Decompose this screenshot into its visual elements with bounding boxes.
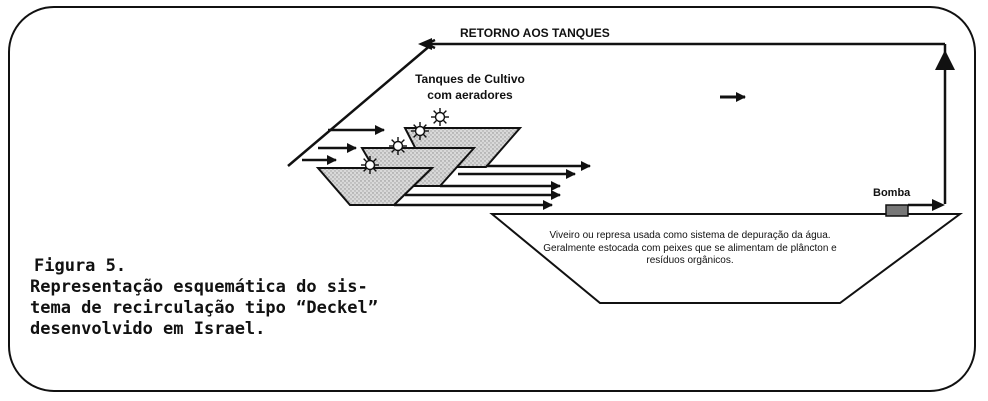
- aerators: [361, 108, 449, 174]
- pump: [885, 204, 909, 217]
- aerator-icon: [411, 122, 429, 140]
- tanks-label-line1: Tanques de Cultivo: [415, 72, 525, 86]
- pump-label: Bomba: [873, 187, 911, 199]
- pump-arrowhead: [932, 199, 945, 211]
- outlet-arrows: [394, 161, 591, 210]
- inlet-arrows: [302, 125, 385, 165]
- caption-line-2: Representação esquemática do sis-: [30, 277, 368, 297]
- tanks-label-line2: com aeradores: [427, 88, 513, 102]
- caption-line-3: tema de recirculação tipo “Deckel”: [30, 298, 378, 318]
- pond-description: Viveiro ou represa usada como sistema de…: [543, 230, 837, 266]
- riser-arrowhead: [935, 50, 955, 70]
- return-label: RETORNO AOS TANQUES: [460, 26, 610, 40]
- caption-line-4: desenvolvido em Israel.: [30, 319, 266, 339]
- aerator-icon: [361, 156, 379, 174]
- aerator-icon: [389, 137, 407, 155]
- caption-figure-number: Figura 5.: [34, 256, 127, 276]
- return-pipe: [287, 38, 947, 204]
- figure-frame: [8, 6, 976, 392]
- aerator-icon: [431, 108, 449, 126]
- depuration-pond: [489, 213, 964, 304]
- figure-caption: Figura 5. Representação esquemática do s…: [30, 256, 410, 340]
- return-pipe-diagonal: [287, 43, 433, 167]
- return-arrowhead: [418, 38, 432, 50]
